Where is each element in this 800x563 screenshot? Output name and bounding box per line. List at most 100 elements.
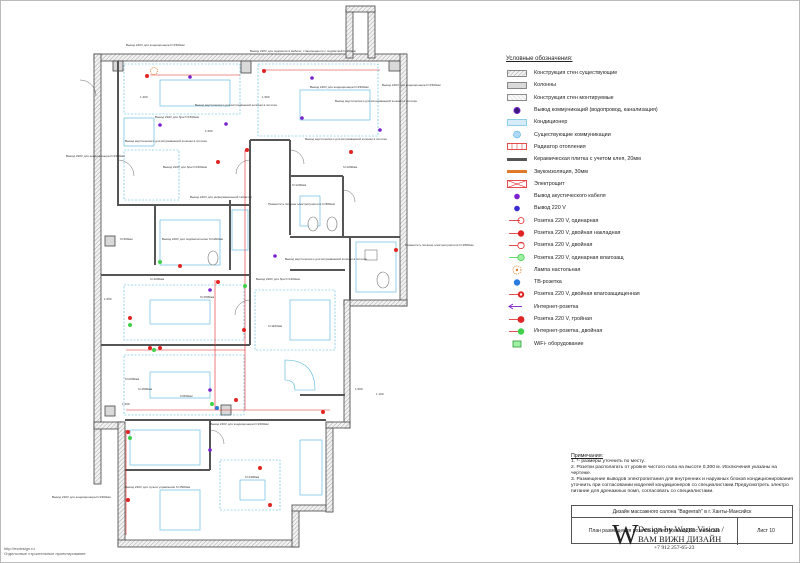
legend-item: ТВ-розетка <box>506 276 776 288</box>
logo-line-ru: ВАМ ВИЖН ДИЗАЙН <box>638 534 722 544</box>
legend-item: Лампа настольная <box>506 264 776 276</box>
legend-label: Радиатор отопления <box>534 143 586 150</box>
furniture <box>123 63 397 531</box>
radiator-icon <box>506 142 528 151</box>
plan-callout: Вывод 220V для кондиционера h=2300мм <box>210 422 269 426</box>
height-mark: h=1200мм <box>292 183 306 187</box>
logo-line-en: Design by Warm Vision / <box>638 524 724 534</box>
legend-label: Вывод акустического кабеля <box>534 193 606 200</box>
air-conditioner-icon <box>506 118 528 127</box>
electrical-panel-icon <box>506 179 528 188</box>
height-mark: h=1200мм <box>343 165 357 169</box>
height-mark: h=1500мм <box>138 387 152 391</box>
socket-double-icon <box>506 241 528 250</box>
sanitary-fixtures <box>207 216 390 289</box>
legend-label: Лампа настольная <box>534 266 581 273</box>
legend-label: Розетка 220 V, тройная <box>534 316 592 323</box>
legend-label: ТВ-розетка <box>534 279 562 286</box>
plan-callout: Разместить питание электросушителя h=800… <box>268 202 335 206</box>
note-line: 3. Размещение выводов электропитания для… <box>571 477 793 494</box>
dim-label: 1 600 <box>205 129 213 133</box>
notes-title: Примечания: <box>571 453 604 459</box>
height-mark: h=2000мм <box>125 377 139 381</box>
plan-callout: Вывод 220V для кондиционера h=2300мм <box>310 85 369 89</box>
legend-item: Звукоизоляция, 30мм <box>506 165 776 177</box>
dim-label: 1 100 <box>376 392 384 396</box>
legend-label: Розетка 220 V, одинарная <box>534 217 599 224</box>
legend-label: Розетка 220 V, двойная накладная <box>534 230 621 236</box>
site-url: http://evdesign.ru <box>4 546 35 551</box>
legend-label: Розетка 220 V, двойная влагозащищенная <box>534 291 640 298</box>
height-mark: h=1500мм <box>200 295 214 299</box>
logo-mark: W <box>612 520 639 551</box>
legend-item: Розетка 220 V, тройная <box>506 313 776 325</box>
legend-item: Розетка 220 V, двойная накладная <box>506 227 776 239</box>
legend-label: Конструкция стен монтируемые <box>534 94 614 101</box>
legend-item: Розетка 220 V, одинарная <box>506 215 776 227</box>
legend-label: Розетка 220 V, двойная <box>534 242 593 249</box>
socket-single-waterproof-icon <box>506 253 528 262</box>
logo-phone: +7 912 257-65-23 <box>654 545 695 551</box>
internet-socket-icon <box>506 302 528 311</box>
dim-label: 1 400 <box>140 95 148 99</box>
legend-item: Существующие коммуникации <box>506 128 776 140</box>
plan-callout: Вывод 220V для кондиционера h=2300мм <box>66 154 125 158</box>
plan-callout: Вывод акустического для встраиваемой кол… <box>125 139 207 143</box>
legend-item: Интернет-розетка, двойная <box>506 325 776 337</box>
height-mark: h=800мм <box>180 394 193 398</box>
plan-callout: Вывод акустического для встраиваемой кол… <box>335 99 417 103</box>
plan-dimensions: h=1200мм h=1500мм h=300мм h=1100мм h=200… <box>104 95 384 479</box>
wifi-equipment-icon <box>506 339 528 348</box>
legend-label: Кондиционер <box>534 119 568 126</box>
legend-item: Конструкция стен существующие <box>506 67 776 79</box>
project-name: Дизайн массажного салона "Bageerah" в г.… <box>572 506 792 518</box>
height-mark: h=1200мм <box>150 277 164 281</box>
dim-label: 1 900 <box>262 95 270 99</box>
legend-label: WiFi- оборудование <box>534 340 584 347</box>
plan-callout: Вывод 220V для подсветки ниши h=1200мм <box>162 237 223 241</box>
legend: Условные обозначения: Конструкция стен с… <box>506 56 776 350</box>
wiring <box>125 69 380 535</box>
plan-callout: Вывод 220V для кондиционера h=2300мм <box>382 83 441 87</box>
legend-item: Вывод 220 V <box>506 202 776 214</box>
plan-callout: Вывод 220V для бра h=1500мм <box>155 115 199 119</box>
legend-item: WiFi- оборудование <box>506 338 776 350</box>
dim-label: 1 200 <box>122 402 130 406</box>
plan-callout: Вывод акустического для встраиваемой кол… <box>305 137 387 141</box>
dim-label: 1 050 <box>104 297 112 301</box>
site-text: Отделочные строительные проектирование <box>4 550 86 556</box>
socket-double-waterproof-icon <box>506 290 528 299</box>
legend-item: Розетка 220 V, двойная влагозащищенная <box>506 288 776 300</box>
plan-callout: Разместить питание электросушителя h=180… <box>405 243 473 247</box>
dim-label: 1 500 <box>355 387 363 391</box>
legend-item: Керамическая плитка с учетом клея, 20мм <box>506 153 776 165</box>
plan-callout: Вывод 220V для информационной таблички <box>190 195 252 199</box>
internet-socket-double-icon <box>506 327 528 336</box>
socket-single-icon <box>506 216 528 225</box>
plan-callout: Вывод акустического для встраиваемой кол… <box>285 257 367 261</box>
legend-label: Вывод коммуникаций (водопровод, канализа… <box>534 107 658 114</box>
studio-logo: W Design by Warm Vision / ВАМ ВИЖН ДИЗАЙ… <box>612 521 752 557</box>
plan-callout: Вывод 220V для бра h=1500мм <box>163 165 207 169</box>
note-line: 1. *- размеры уточнить по месту. <box>571 459 645 464</box>
legend-item: Розетка 220 V, одинарная влагозащ <box>506 251 776 263</box>
acoustic-cable-icon <box>506 192 528 201</box>
existing-wall-hatch-icon <box>506 69 528 78</box>
legend-item: Электрощит <box>506 178 776 190</box>
legend-item: Кондиционер <box>506 116 776 128</box>
legend-item: Розетка 220 V, двойная <box>506 239 776 251</box>
legend-item: Радиатор отопления <box>506 141 776 153</box>
legend-item: Вывод акустического кабеля <box>506 190 776 202</box>
interior-walls <box>101 61 400 471</box>
notes: Примечания: 1. *- размеры уточнить по ме… <box>571 453 796 495</box>
site-note: http://evdesign.ru Отделочные строительн… <box>4 546 86 556</box>
legend-title: Условные обозначения: <box>506 56 573 62</box>
tv-socket-icon <box>506 278 528 287</box>
column-icon <box>506 81 528 90</box>
plan-callout: Вывод 220V для кондиционера h=2300мм <box>52 495 111 499</box>
plan-callout: Вывод 220V для подсветки в мебели, стаци… <box>250 49 356 53</box>
legend-item: Вывод коммуникаций (водопровод, канализа… <box>506 104 776 116</box>
legend-label: Колонны <box>534 82 557 89</box>
sheet-title: План размещения розеток и электровыводов… <box>588 528 721 534</box>
utility-outlet-icon <box>506 106 528 115</box>
